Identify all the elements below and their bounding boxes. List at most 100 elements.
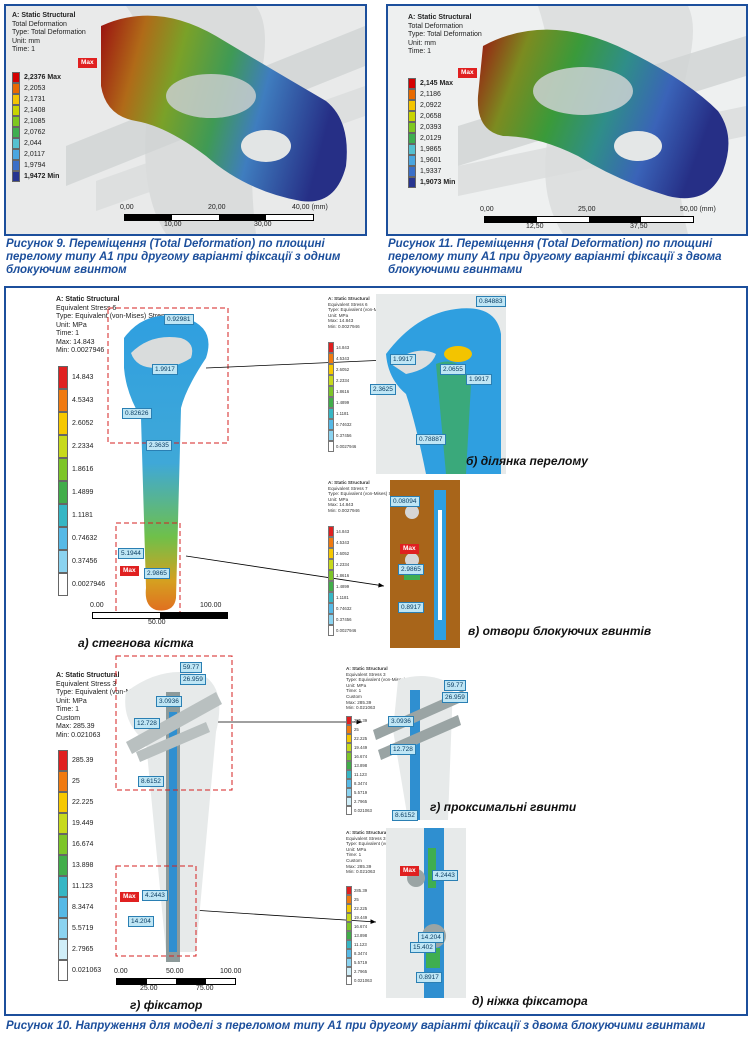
probe-label: 4.2443 — [432, 870, 458, 881]
legend-label: 0.0027946 — [72, 581, 106, 588]
fig11-render — [388, 6, 746, 234]
header-line: Time: 1 — [346, 852, 362, 858]
header-line: Max: 285.39 — [346, 699, 372, 705]
legend-swatch — [328, 408, 334, 419]
header-line: Unit: MPa — [346, 682, 367, 688]
legend-label: 11.123 — [354, 772, 367, 777]
legend-entry: 14.843 — [328, 526, 356, 537]
fig11-header: A: Static Structural Total Deformation T… — [408, 14, 482, 57]
legend-swatch — [328, 559, 334, 570]
legend-label: 14.843 — [336, 345, 350, 350]
legend-swatch — [12, 105, 20, 116]
legend-swatch — [328, 397, 334, 408]
legend-swatch — [408, 144, 416, 155]
legend-label: 1,9472 Min — [24, 173, 60, 180]
femur-shape — [124, 315, 209, 611]
legend-label: 5.5719 — [354, 960, 368, 965]
legend-label: 2,1186 — [420, 91, 441, 98]
header-line: Custom — [56, 714, 81, 722]
legend-label: 2,145 Max — [420, 80, 454, 87]
legend-entry: 2.2334 — [328, 375, 356, 386]
legend-swatch — [346, 734, 352, 743]
legend-label: 1.4899 — [72, 489, 94, 496]
legend-swatch — [346, 797, 352, 806]
probe-label: 0.84883 — [476, 296, 506, 307]
fig10a-caption: а) стегнова кістка — [78, 636, 194, 650]
legend-entry: 25 — [346, 725, 372, 734]
probe-label: 12.728 — [390, 744, 416, 755]
legend-entry: 13.898 — [346, 931, 372, 940]
header-line: Unit: MPa — [328, 312, 349, 318]
legend-entry: 2,1085 — [12, 116, 61, 127]
legend-swatch — [328, 625, 334, 636]
legend-swatch — [58, 435, 68, 458]
probe-label: 4.2443 — [142, 890, 168, 901]
scale-label: 10,00 — [164, 221, 182, 228]
legend-swatch — [58, 897, 68, 918]
legend-swatch — [346, 958, 352, 967]
header-line: Time: 1 — [408, 48, 432, 55]
legend-label: 22.225 — [354, 906, 368, 911]
legend-label: 19.449 — [354, 745, 368, 750]
legend-label: 1.4899 — [336, 400, 350, 405]
legend-swatch — [346, 976, 352, 985]
header-line: Max: 14.843 — [328, 318, 354, 324]
legend-label: 1,9337 — [420, 168, 442, 175]
legend-entry: 1.1181 — [58, 504, 105, 527]
legend-label: 2,1085 — [24, 118, 46, 125]
legend-entry: 0.0027946 — [328, 625, 356, 636]
legend-label: 1.8616 — [336, 389, 350, 394]
header-line: Total Deformation — [408, 22, 463, 30]
legend-entry: 0.37456 — [58, 550, 105, 573]
legend-entry: 0.37456 — [328, 614, 356, 625]
header-title: A: Static Structural — [346, 830, 388, 835]
legend-swatch — [408, 78, 416, 89]
scale-label: 0,00 — [120, 204, 134, 211]
legend-swatch — [346, 752, 352, 761]
legend-swatch — [408, 155, 416, 166]
legend-entry: 1,9601 — [408, 155, 455, 166]
probe-label: 2.9865 — [144, 568, 170, 579]
probe-label: 3.0936 — [156, 696, 182, 707]
legend-label: 22.225 — [354, 736, 368, 741]
scale-label: 50,00 (mm) — [680, 206, 716, 213]
legend-entry: 0.021063 — [346, 806, 372, 815]
legend-swatch — [12, 171, 20, 182]
legend-entry: 0.021063 — [346, 976, 372, 985]
legend-entry: 22.225 — [58, 792, 101, 813]
legend-label: 22.225 — [72, 799, 94, 806]
header-line: Unit: mm — [12, 37, 40, 45]
legend-swatch — [58, 527, 68, 550]
legend-entry: 22.225 — [346, 734, 372, 743]
header-line: Equivalent Stress 3 — [56, 680, 117, 688]
legend-label: 0.74632 — [72, 535, 98, 542]
probe-label: 0.92981 — [164, 314, 194, 325]
header-line: Time: 1 — [346, 688, 362, 694]
max-tag: Max — [458, 68, 477, 78]
legend-label: 1.1181 — [336, 595, 349, 600]
legend-label: 25 — [72, 778, 80, 785]
header-line: Time: 1 — [12, 46, 36, 53]
legend-label: 25 — [354, 897, 359, 902]
legend-entry: 285.39 — [346, 716, 372, 725]
legend-swatch — [346, 904, 352, 913]
legend-swatch — [58, 834, 68, 855]
legend-entry: 4.5343 — [328, 537, 356, 548]
legend-entry: 0.74632 — [328, 419, 356, 430]
legend-entry: 0.74632 — [328, 603, 356, 614]
probe-label: 3.0936 — [388, 716, 414, 727]
header-title: A: Static Structural — [56, 296, 120, 303]
header-line: Custom — [346, 857, 362, 863]
header-line: Type: Equivalent (von-Mises) Stress — [56, 313, 169, 320]
legend-swatch — [328, 614, 334, 625]
legend-entry: 25 — [346, 895, 372, 904]
legend-label: 1.8616 — [336, 573, 350, 578]
header-line: Equivalent Stress 3 — [346, 671, 386, 677]
header-line: Type: Equivalent (von-Mises) Stress — [328, 307, 402, 313]
legend-swatch — [408, 166, 416, 177]
legend-swatch — [328, 537, 334, 548]
legend-swatch — [346, 922, 352, 931]
legend-entry: 2.7965 — [346, 797, 372, 806]
